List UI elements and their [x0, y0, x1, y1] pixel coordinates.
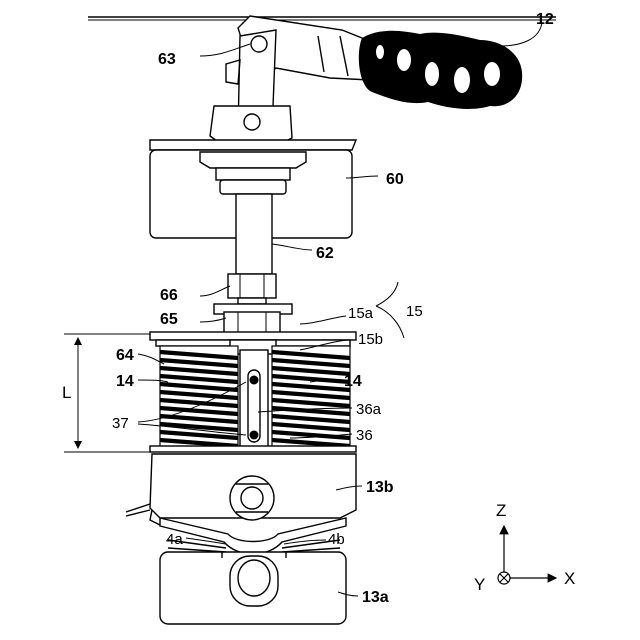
label-37: 37 [112, 415, 129, 432]
axis-x-label: X [564, 569, 575, 588]
shaft-62 [236, 194, 272, 274]
label-15a: 15a [348, 305, 374, 322]
label-14-right: 14 [344, 373, 362, 390]
label-64: 64 [116, 347, 134, 364]
block-13a [160, 552, 346, 624]
label-15: 15 [406, 303, 423, 320]
label-4b: 4b [328, 531, 345, 548]
nut-66 [228, 274, 276, 304]
block-13b [126, 454, 356, 526]
label-4a: 4a [166, 531, 183, 548]
spring-right [272, 346, 350, 448]
label-60: 60 [386, 171, 404, 188]
axis-y-label: Y [474, 575, 485, 594]
label-66: 66 [160, 287, 178, 304]
grip-handle [359, 31, 522, 109]
label-15b: 15b [358, 331, 383, 348]
top-rail [88, 17, 556, 20]
label-63: 63 [158, 51, 176, 68]
label-36: 36 [356, 427, 373, 444]
label-13b: 13b [366, 479, 394, 496]
label-65: 65 [160, 311, 178, 328]
label-36a: 36a [356, 401, 382, 418]
label-14-left: 14 [116, 373, 134, 390]
label-13a: 13a [362, 589, 389, 606]
label-L: L [62, 383, 71, 402]
axis-z-label: Z [496, 501, 506, 520]
dimension-L [64, 334, 150, 452]
coordinate-axes: Z Y X [474, 501, 575, 594]
label-62: 62 [316, 245, 334, 262]
nut-65 [214, 304, 292, 334]
contact-4a-4b [160, 518, 346, 554]
label-12: 12 [536, 11, 554, 28]
